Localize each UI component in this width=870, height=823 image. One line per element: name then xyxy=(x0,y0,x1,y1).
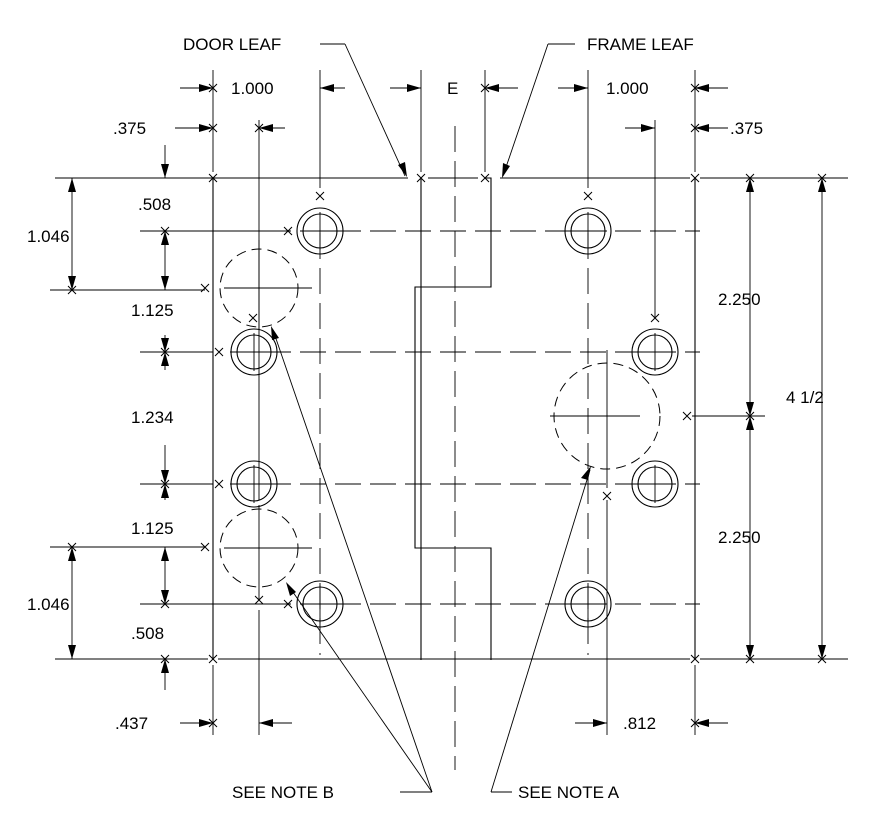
frame-leaf-holes xyxy=(564,207,679,628)
hole-frame-lower xyxy=(631,460,679,508)
dim-door-left-top-edge: 1.046 xyxy=(27,227,70,246)
door-leaf-label: DOOR LEAF xyxy=(183,35,281,54)
dim-door-left-bottom-edge: 1.046 xyxy=(27,595,70,614)
dim-frame-top-width: 1.000 xyxy=(606,79,649,98)
frame-leaf-label: FRAME LEAF xyxy=(587,35,694,54)
hole-door-top xyxy=(296,207,344,255)
dim-overall-height: 4 1/2 xyxy=(786,388,824,407)
dim-door-left-middle: 1.234 xyxy=(131,408,174,427)
see-note-a-label: SEE NOTE A xyxy=(518,783,620,802)
leader-lines xyxy=(271,43,591,793)
dim-frame-upper-half: 2.250 xyxy=(718,290,761,309)
hidden-circle-door-upper xyxy=(219,240,312,330)
dim-door-top-offset: .375 xyxy=(113,119,146,138)
dim-frame-bottom-offset: .812 xyxy=(623,714,656,733)
dim-door-left-upper-slot: 1.125 xyxy=(131,301,174,320)
hidden-circle-frame xyxy=(550,350,661,488)
dim-door-bottom-offset: .437 xyxy=(115,714,148,733)
hidden-circle-door-lower xyxy=(219,505,312,600)
see-note-b-label: SEE NOTE B xyxy=(232,783,334,802)
knuckle-outline xyxy=(414,177,492,660)
door-leaf-holes xyxy=(230,207,344,628)
center-lines xyxy=(230,126,700,770)
extension-lines xyxy=(50,70,765,735)
hole-frame-upper xyxy=(631,328,679,376)
dim-door-top-width: 1.000 xyxy=(231,79,274,98)
arrowheads xyxy=(68,84,826,727)
gap-label: E xyxy=(447,79,458,98)
dim-door-left-bottom-hole: .508 xyxy=(131,624,164,643)
reference-marks xyxy=(67,83,827,728)
hole-door-upper xyxy=(230,328,278,376)
dim-door-left-lower-slot: 1.125 xyxy=(131,519,174,538)
hole-door-lower xyxy=(230,460,278,508)
dim-door-left-top-hole: .508 xyxy=(138,195,171,214)
hidden-circles xyxy=(219,240,661,600)
hole-frame-bottom xyxy=(564,580,612,628)
dimension-lines xyxy=(71,87,823,724)
dim-frame-lower-half: 2.250 xyxy=(718,528,761,547)
dim-frame-top-offset: .375 xyxy=(730,119,763,138)
hole-frame-top xyxy=(564,207,612,255)
door-leaf-outline xyxy=(212,178,422,660)
hole-door-bottom xyxy=(296,580,344,628)
